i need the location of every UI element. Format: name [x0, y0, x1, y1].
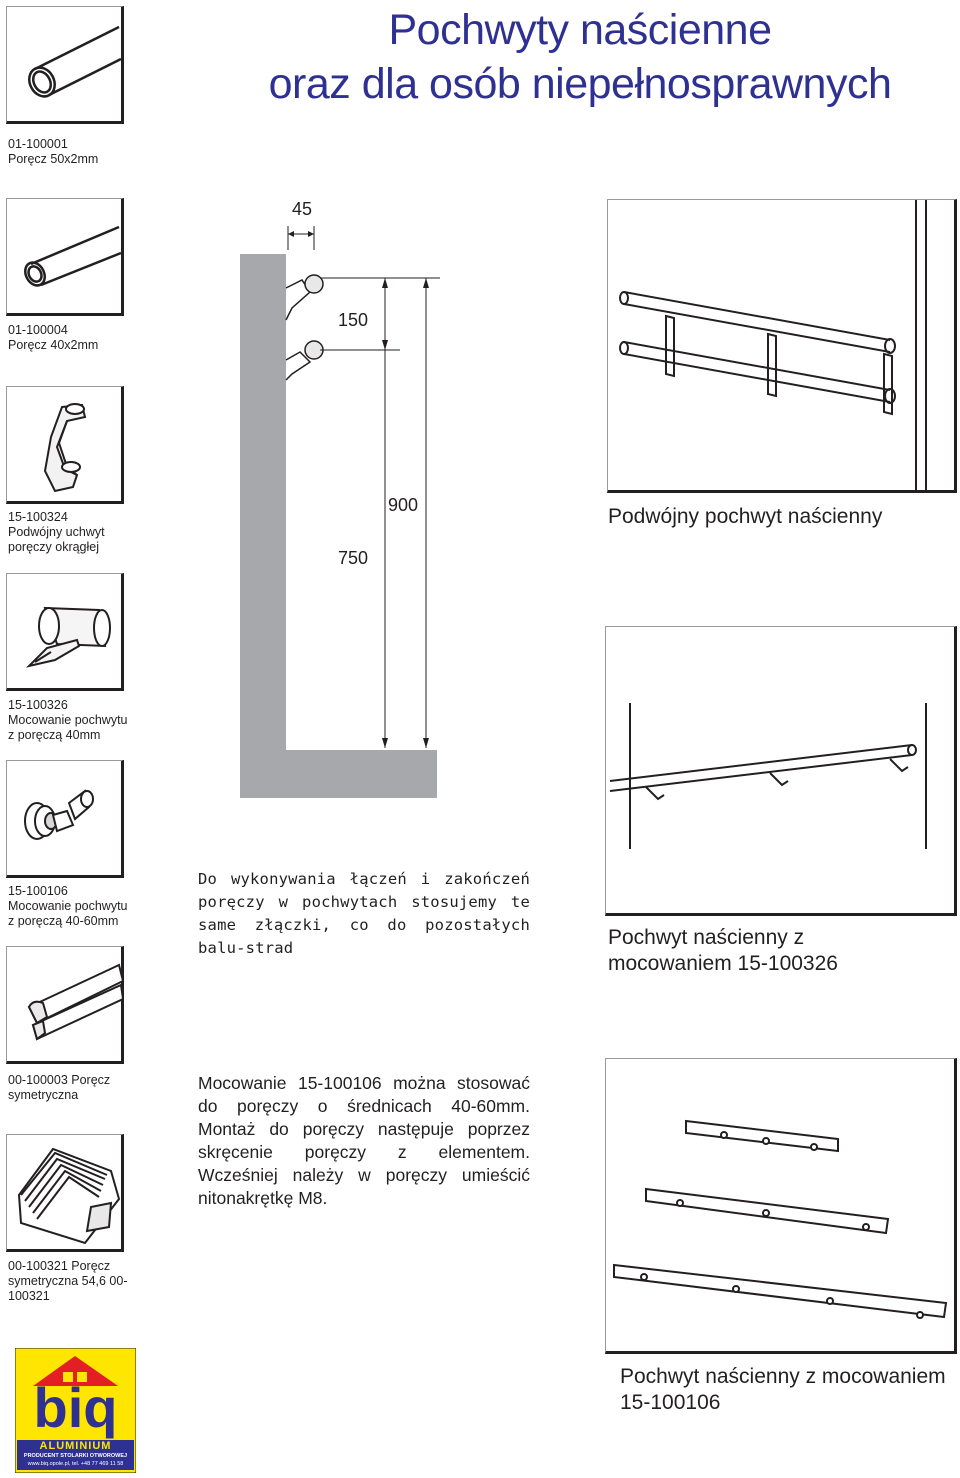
single-handrail-caption: Pochwyt naścienny z mocowaniem 15-100326: [608, 926, 838, 975]
product-thumb-00-100003: [6, 946, 125, 1064]
company-logo: biq ALUMINIUM PRODUCENT STOLARKI OTWOROW…: [14, 1347, 137, 1474]
dimension-900: 900: [388, 495, 419, 515]
dimension-drawing: [240, 226, 440, 798]
mounted-handrail-illustration: [613, 1119, 948, 1319]
product-caption: 00-100003 Poręcz symetryczna: [8, 1073, 111, 1102]
mounted-handrail-caption: Pochwyt naścienny z mocowaniem 15-100106: [620, 1365, 946, 1414]
rail-tube-icon: [24, 225, 122, 287]
page-title-line1: Pochwyty naścienne: [388, 6, 773, 54]
joints-note: Do wykonywania łączeń i zakończeń poręcz…: [198, 870, 530, 957]
product-thumb-01-100001: [6, 6, 124, 124]
symmetric-profile-large-icon: [17, 1147, 121, 1245]
logo-graphic: [14, 1347, 137, 1474]
product-caption: 01-100001 Poręcz 50x2mm: [8, 137, 99, 166]
double-handrail-panel: [607, 199, 957, 493]
product-caption: 01-100004 Poręcz 40x2mm: [8, 323, 99, 352]
product-caption: 15-100106 Mocowanie pochwytu z poręczą 4…: [8, 884, 128, 928]
bracket-with-rail-icon: [25, 606, 111, 668]
product-caption: 00-100321 Poręcz symetryczna 54,6 00- 10…: [8, 1259, 128, 1303]
double-handrail-illustration: [619, 200, 927, 492]
product-thumb-15-100326: [6, 573, 124, 691]
dimension-45: 45: [292, 199, 313, 219]
product-caption: 15-100326 Mocowanie pochwytu z poręczą 4…: [8, 698, 128, 742]
product-thumb-00-100321: [6, 1134, 124, 1252]
page-title-line2: oraz dla osób niepełnosprawnych: [268, 60, 892, 108]
mounted-handrail-panel: [605, 1058, 957, 1354]
single-handrail-illustration: [609, 703, 927, 849]
double-bracket-icon: [43, 403, 87, 493]
dimension-150: 150: [338, 310, 369, 330]
logo-line2: www.biq.opole.pl, tel. +48 77 469 11 58: [27, 1461, 124, 1467]
single-handrail-panel: [605, 626, 957, 916]
product-thumb-15-100106: [6, 760, 124, 878]
logo-brand: biq: [33, 1376, 118, 1439]
logo-line1: PRODUCENT STOLARKI OTWOROWEJ: [23, 1453, 128, 1459]
mounting-note: Mocowanie 15-100106 można stosować do po…: [198, 1073, 530, 1208]
round-mount-icon: [24, 789, 94, 840]
product-thumb-01-100004: [6, 198, 124, 316]
product-caption: 15-100324 Podwójny uchwyt poręczy okrągł…: [8, 510, 105, 554]
dimension-750: 750: [338, 548, 369, 568]
logo-subtitle: ALUMINIUM: [39, 1440, 112, 1452]
rail-tube-icon: [28, 25, 122, 98]
symmetric-profile-icon: [27, 963, 125, 1041]
product-thumb-15-100324: [6, 386, 124, 504]
double-handrail-caption: Podwójny pochwyt naścienny: [608, 505, 883, 528]
